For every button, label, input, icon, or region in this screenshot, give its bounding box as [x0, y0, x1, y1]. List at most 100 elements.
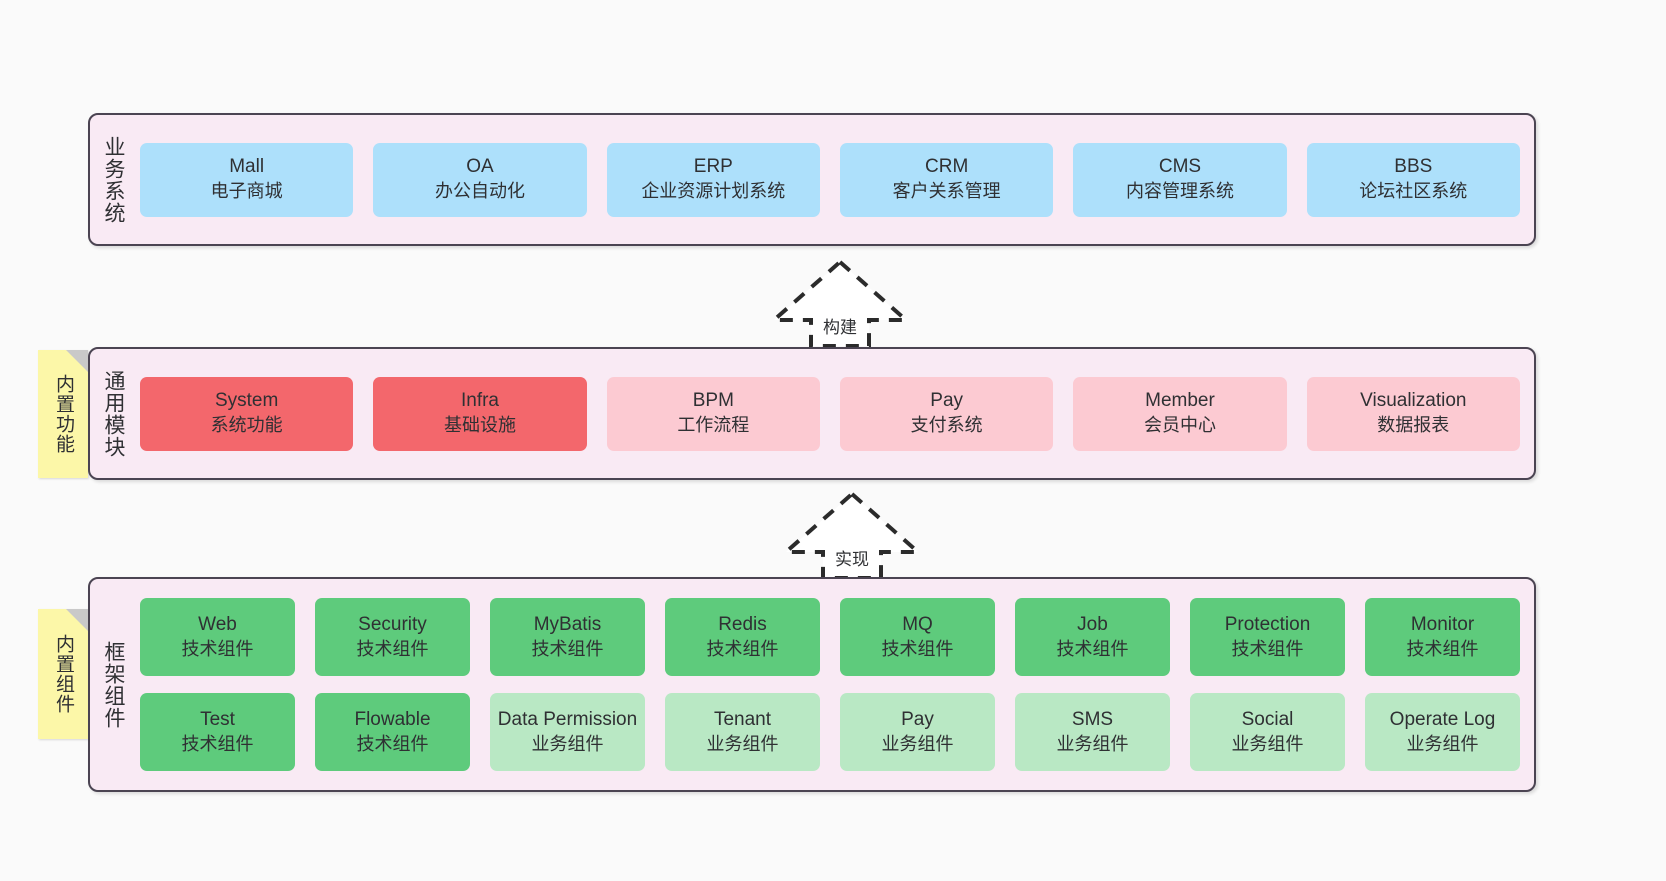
card-system-desc: 系统功能 — [210, 415, 283, 436]
card-sms-desc: 业务组件 — [1056, 733, 1129, 754]
sticky-note-fold-icon — [66, 609, 88, 631]
card-cms-name: CMS — [1158, 156, 1202, 178]
card-cms[interactable]: CMS 内容管理系统 — [1073, 142, 1287, 217]
card-pay-module-name: Pay — [930, 390, 964, 412]
card-protection-desc: 技术组件 — [1231, 638, 1304, 659]
card-web[interactable]: Web 技术组件 — [140, 598, 295, 676]
card-tenant[interactable]: Tenant 业务组件 — [665, 693, 820, 771]
connector-build-arrow[interactable]: 构建 — [765, 258, 915, 350]
card-protection[interactable]: Protection 技术组件 — [1190, 598, 1345, 676]
framework-business-row: Test 技术组件 Flowable 技术组件 Data Permission … — [140, 693, 1520, 771]
card-mq[interactable]: MQ 技术组件 — [840, 598, 995, 676]
layer-common-modules-title: 通用模块 — [101, 369, 125, 458]
card-job[interactable]: Job 技术组件 — [1015, 598, 1170, 676]
sticky-note-fold-icon — [66, 350, 88, 372]
card-crm-name: CRM — [925, 156, 969, 178]
card-member-name: Member — [1145, 390, 1215, 412]
card-monitor[interactable]: Monitor 技术组件 — [1365, 598, 1520, 676]
card-pay-module[interactable]: Pay 支付系统 — [839, 376, 1054, 451]
card-pay-module-desc: 支付系统 — [910, 415, 983, 436]
card-social-name: Social — [1241, 708, 1294, 730]
card-mybatis[interactable]: MyBatis 技术组件 — [490, 598, 645, 676]
card-protection-name: Protection — [1224, 613, 1311, 635]
card-infra[interactable]: Infra 基础设施 — [373, 376, 587, 451]
card-system[interactable]: System 系统功能 — [140, 376, 354, 451]
card-security[interactable]: Security 技术组件 — [315, 598, 470, 676]
card-bbs-desc: 论坛社区系统 — [1359, 181, 1468, 202]
card-pay-component-name: Pay — [901, 708, 934, 730]
card-web-desc: 技术组件 — [181, 638, 254, 659]
card-flowable-desc: 技术组件 — [356, 733, 429, 754]
card-oa-desc: 办公自动化 — [434, 181, 525, 202]
card-redis[interactable]: Redis 技术组件 — [665, 598, 820, 676]
layer-framework-components-body: Web 技术组件 Security 技术组件 MyBatis 技术组件 Redi… — [136, 579, 1534, 790]
card-social[interactable]: Social 业务组件 — [1190, 693, 1345, 771]
layer-common-modules[interactable]: 通用模块 System 系统功能 Infra 基础设施 BPM 工作流程 Pay… — [88, 347, 1536, 480]
card-bbs-name: BBS — [1394, 156, 1433, 178]
card-oa-name: OA — [466, 156, 494, 178]
card-mybatis-desc: 技术组件 — [531, 638, 604, 659]
card-job-desc: 技术组件 — [1056, 638, 1129, 659]
framework-tech-row: Web 技术组件 Security 技术组件 MyBatis 技术组件 Redi… — [140, 598, 1520, 676]
sticky-note-builtin-components[interactable]: 内置组件 — [38, 609, 88, 739]
common-modules-row: System 系统功能 Infra 基础设施 BPM 工作流程 Pay 支付系统… — [140, 376, 1520, 451]
card-security-desc: 技术组件 — [356, 638, 429, 659]
layer-framework-components-title: 框架组件 — [101, 640, 125, 729]
card-erp[interactable]: ERP 企业资源计划系统 — [606, 142, 820, 217]
card-test-desc: 技术组件 — [181, 733, 254, 754]
card-data-permission-desc: 业务组件 — [531, 733, 604, 754]
card-mall[interactable]: Mall 电子商城 — [140, 142, 354, 217]
connector-implement-arrow[interactable]: 实现 — [777, 490, 927, 582]
card-bpm-name: BPM — [692, 390, 734, 412]
card-mybatis-name: MyBatis — [533, 613, 602, 635]
card-visualization[interactable]: Visualization 数据报表 — [1306, 376, 1520, 451]
card-tenant-name: Tenant — [713, 708, 772, 730]
card-oa[interactable]: OA 办公自动化 — [373, 142, 587, 217]
card-cms-desc: 内容管理系统 — [1125, 181, 1234, 202]
sticky-note-builtin-components-label: 内置组件 — [53, 634, 75, 714]
card-monitor-name: Monitor — [1410, 613, 1475, 635]
card-member[interactable]: Member 会员中心 — [1073, 376, 1287, 451]
card-mall-desc: 电子商城 — [210, 181, 283, 202]
card-security-name: Security — [358, 613, 427, 635]
card-bpm-desc: 工作流程 — [677, 415, 750, 436]
card-crm-desc: 客户关系管理 — [892, 181, 1001, 202]
card-redis-desc: 技术组件 — [706, 638, 779, 659]
card-operate-log-desc: 业务组件 — [1406, 733, 1479, 754]
card-test[interactable]: Test 技术组件 — [140, 693, 295, 771]
card-infra-name: Infra — [460, 390, 499, 412]
card-test-name: Test — [200, 708, 235, 730]
card-data-permission-name: Data Permission — [497, 708, 638, 730]
sticky-note-builtin-features[interactable]: 内置功能 — [38, 350, 88, 478]
connector-implement-arrow-icon — [780, 491, 924, 580]
card-pay-component-desc: 业务组件 — [881, 733, 954, 754]
card-sms-name: SMS — [1071, 708, 1114, 730]
card-mq-desc: 技术组件 — [881, 638, 954, 659]
card-infra-desc: 基础设施 — [443, 415, 516, 436]
card-monitor-desc: 技术组件 — [1406, 638, 1479, 659]
card-system-name: System — [214, 390, 279, 412]
card-sms[interactable]: SMS 业务组件 — [1015, 693, 1170, 771]
card-operate-log[interactable]: Operate Log 业务组件 — [1365, 693, 1520, 771]
sticky-note-builtin-features-label: 内置功能 — [53, 374, 75, 454]
card-crm[interactable]: CRM 客户关系管理 — [839, 142, 1054, 217]
card-pay-component[interactable]: Pay 业务组件 — [840, 693, 995, 771]
card-mq-name: MQ — [902, 613, 933, 635]
layer-common-modules-body: System 系统功能 Infra 基础设施 BPM 工作流程 Pay 支付系统… — [136, 349, 1534, 478]
card-flowable[interactable]: Flowable 技术组件 — [315, 693, 470, 771]
card-member-desc: 会员中心 — [1143, 415, 1216, 436]
layer-business-system-body: Mall 电子商城 OA 办公自动化 ERP 企业资源计划系统 CRM 客户关系… — [136, 115, 1534, 244]
card-tenant-desc: 业务组件 — [706, 733, 779, 754]
card-erp-name: ERP — [693, 156, 733, 178]
business-system-row: Mall 电子商城 OA 办公自动化 ERP 企业资源计划系统 CRM 客户关系… — [140, 142, 1520, 217]
layer-business-system[interactable]: 业务系统 Mall 电子商城 OA 办公自动化 ERP 企业资源计划系统 CRM… — [88, 113, 1536, 246]
card-redis-name: Redis — [718, 613, 767, 635]
layer-framework-components[interactable]: 框架组件 Web 技术组件 Security 技术组件 MyBatis 技术组件… — [88, 577, 1536, 792]
card-data-permission[interactable]: Data Permission 业务组件 — [490, 693, 645, 771]
card-operate-log-name: Operate Log — [1389, 708, 1496, 730]
connector-build-arrow-icon — [768, 259, 912, 348]
card-bbs[interactable]: BBS 论坛社区系统 — [1306, 142, 1520, 217]
card-erp-desc: 企业资源计划系统 — [641, 181, 786, 202]
connector-implement-label: 实现 — [835, 550, 869, 569]
card-bpm[interactable]: BPM 工作流程 — [606, 376, 820, 451]
